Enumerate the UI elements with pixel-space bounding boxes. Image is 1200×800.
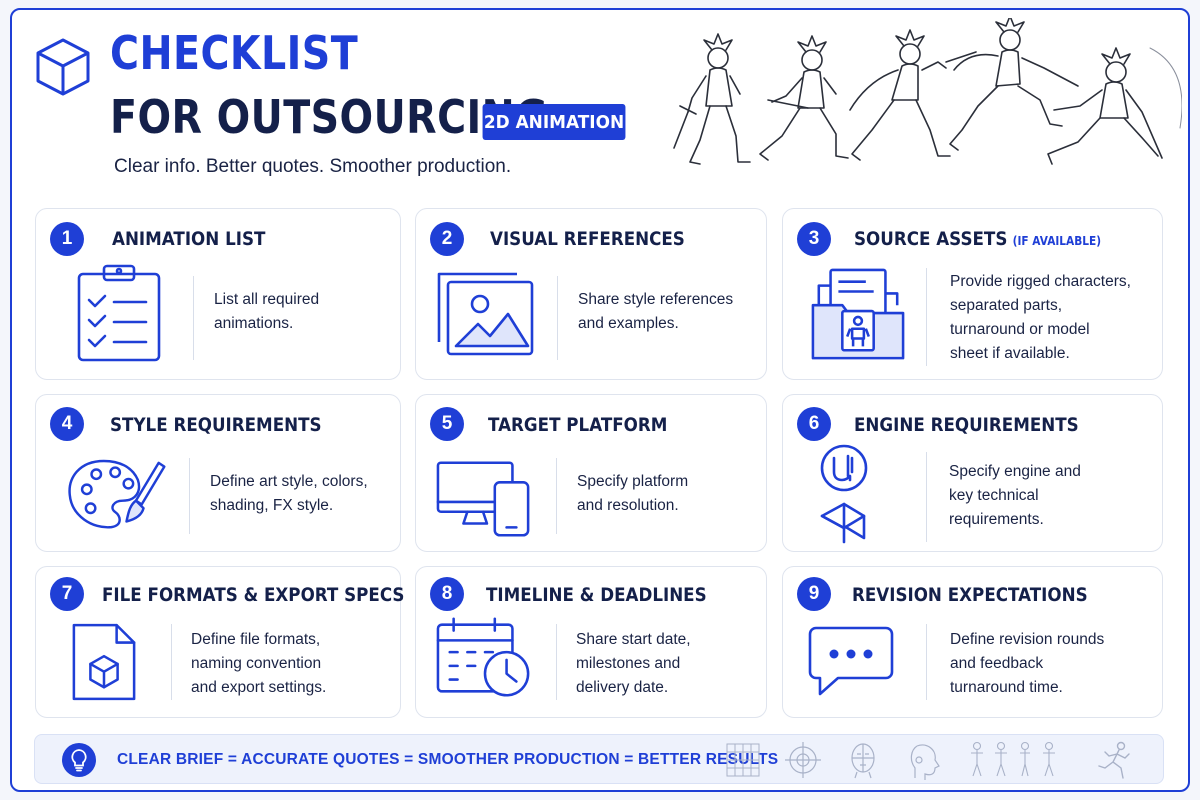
monitor-phone-icon (436, 461, 530, 537)
item-number: 4 (50, 407, 84, 441)
card-divider (193, 276, 194, 360)
lightbulb-icon (62, 743, 96, 777)
card-target-platform (415, 394, 767, 552)
footer-tagline: CLEAR BRIEF = ACCURATE QUOTES = SMOOTHER… (117, 751, 779, 768)
card-divider (926, 624, 927, 700)
card-title: TIMELINE & DEADLINES (486, 584, 707, 606)
card-divider (556, 458, 557, 534)
card-divider (171, 624, 172, 700)
subtitle: Clear info. Better quotes. Smoother prod… (114, 156, 512, 177)
category-badge: 2D ANIMATION (482, 104, 626, 140)
card-title: SOURCE ASSETS(IF AVAILABLE) (854, 228, 1102, 250)
card-title: ANIMATION LIST (112, 228, 266, 250)
title-line-1: CHECKLIST (110, 26, 359, 80)
card-engine-requirements (782, 394, 1163, 552)
card-timeline-deadlines (415, 566, 767, 718)
item-number: 3 (797, 222, 831, 256)
title-line-2: FOR OUTSOURCING (110, 90, 549, 144)
card-divider (556, 624, 557, 700)
card-file-formats (35, 566, 401, 718)
card-revision-expectations (782, 566, 1163, 718)
card-description: Define art style, colors,shading, FX sty… (210, 473, 368, 514)
footer-banner: CLEAR BRIEF = ACCURATE QUOTES = SMOOTHER… (34, 734, 1164, 784)
item-number: 6 (797, 407, 831, 441)
calendar-clock-icon (436, 617, 530, 697)
card-title: TARGET PLATFORM (488, 414, 668, 436)
item-number: 5 (430, 407, 464, 441)
card-animation-list (35, 208, 401, 380)
card-title: FILE FORMATS & EXPORT SPECS (102, 584, 405, 606)
running-figure-icon (1098, 741, 1130, 779)
file-cube-icon (72, 623, 136, 701)
card-divider (557, 276, 558, 360)
item-number: 2 (430, 222, 464, 256)
head-side-icon (910, 744, 940, 780)
crosshair-icon (785, 742, 821, 778)
grid-icon (726, 743, 760, 777)
speech-bubble-icon (808, 626, 894, 696)
head-front-icon (851, 743, 875, 779)
item-number: 1 (50, 222, 84, 256)
palette-brush-icon (68, 459, 166, 529)
card-title: STYLE REQUIREMENTS (110, 414, 322, 436)
card-divider (926, 452, 927, 542)
item-number: 9 (797, 577, 831, 611)
character-animation-sequence-illustration (673, 18, 1182, 165)
card-title: VISUAL REFERENCES (490, 228, 685, 250)
card-title: ENGINE REQUIREMENTS (854, 414, 1079, 436)
image-gallery-icon (437, 272, 534, 356)
clipboard-checklist-icon (77, 264, 161, 362)
card-description: Provide rigged characters,separated part… (950, 273, 1131, 362)
card-visual-references (415, 208, 767, 380)
asset-folder-icon (811, 268, 905, 360)
card-divider (926, 268, 927, 366)
title-note: (IF AVAILABLE) (1012, 234, 1102, 248)
cube-logo-icon (36, 38, 90, 96)
card-divider (189, 458, 190, 534)
card-title: REVISION EXPECTATIONS (852, 584, 1088, 606)
engine-logos-icon (820, 444, 868, 544)
character-turnaround-icon (971, 741, 1055, 777)
item-number: 7 (50, 577, 84, 611)
item-number: 8 (430, 577, 464, 611)
